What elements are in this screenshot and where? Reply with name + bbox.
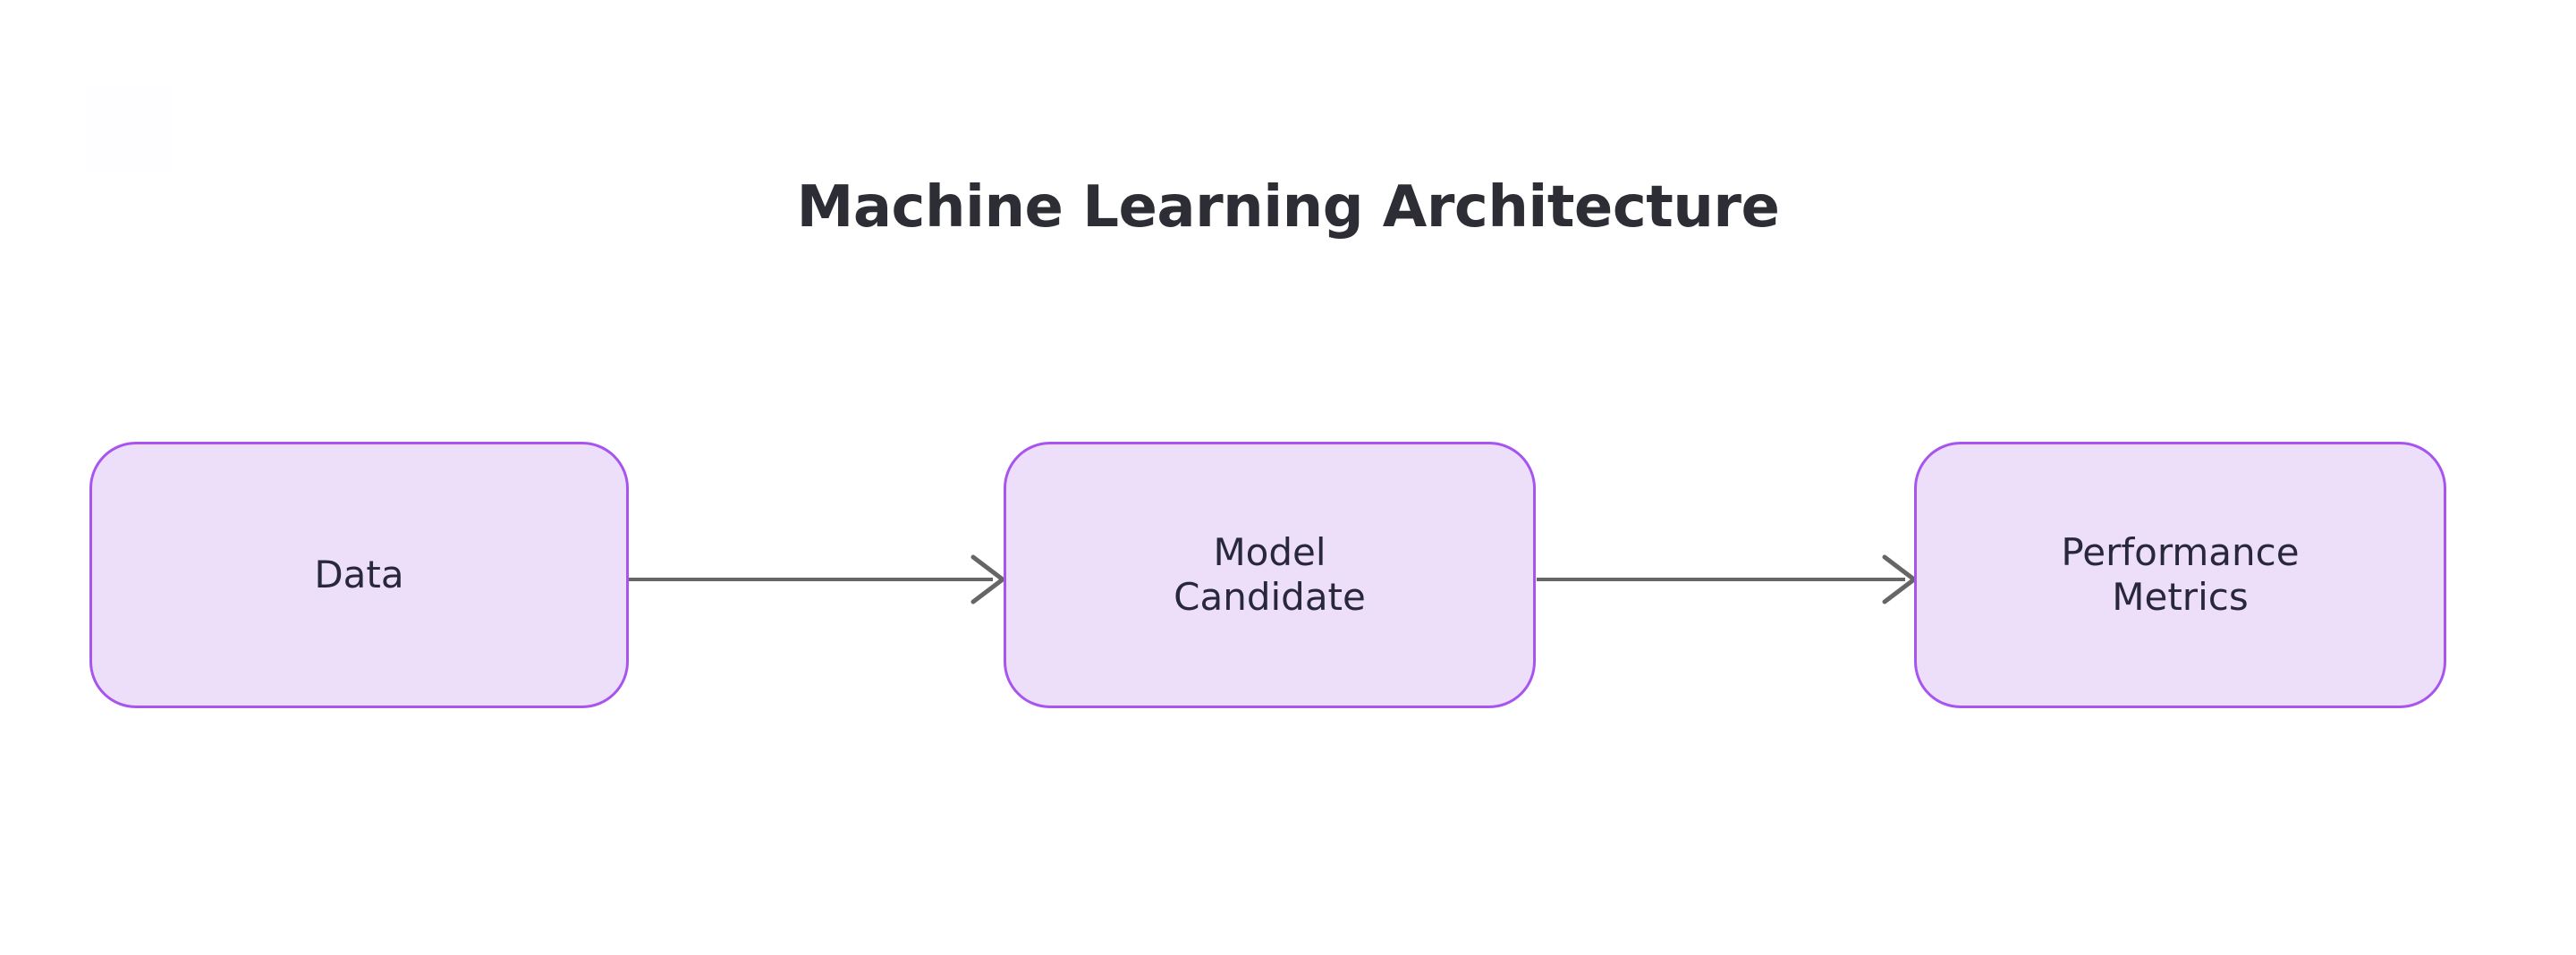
node-data[interactable]: Data — [89, 442, 629, 708]
arrowhead-icon — [970, 554, 1007, 604]
node-performance-metrics-label: Performance Metrics — [2061, 530, 2300, 619]
node-performance-metrics[interactable]: Performance Metrics — [1914, 442, 2446, 708]
page-title: Machine Learning Architecture — [796, 174, 1780, 241]
arrowhead-icon — [1882, 554, 1919, 604]
edge-model-metrics — [1537, 554, 1919, 604]
node-data-label: Data — [314, 553, 404, 597]
edge-data-model — [629, 554, 1007, 604]
node-model-candidate[interactable]: Model Candidate — [1004, 442, 1536, 708]
background-artifact — [87, 87, 172, 172]
node-model-candidate-label: Model Candidate — [1174, 530, 1366, 619]
